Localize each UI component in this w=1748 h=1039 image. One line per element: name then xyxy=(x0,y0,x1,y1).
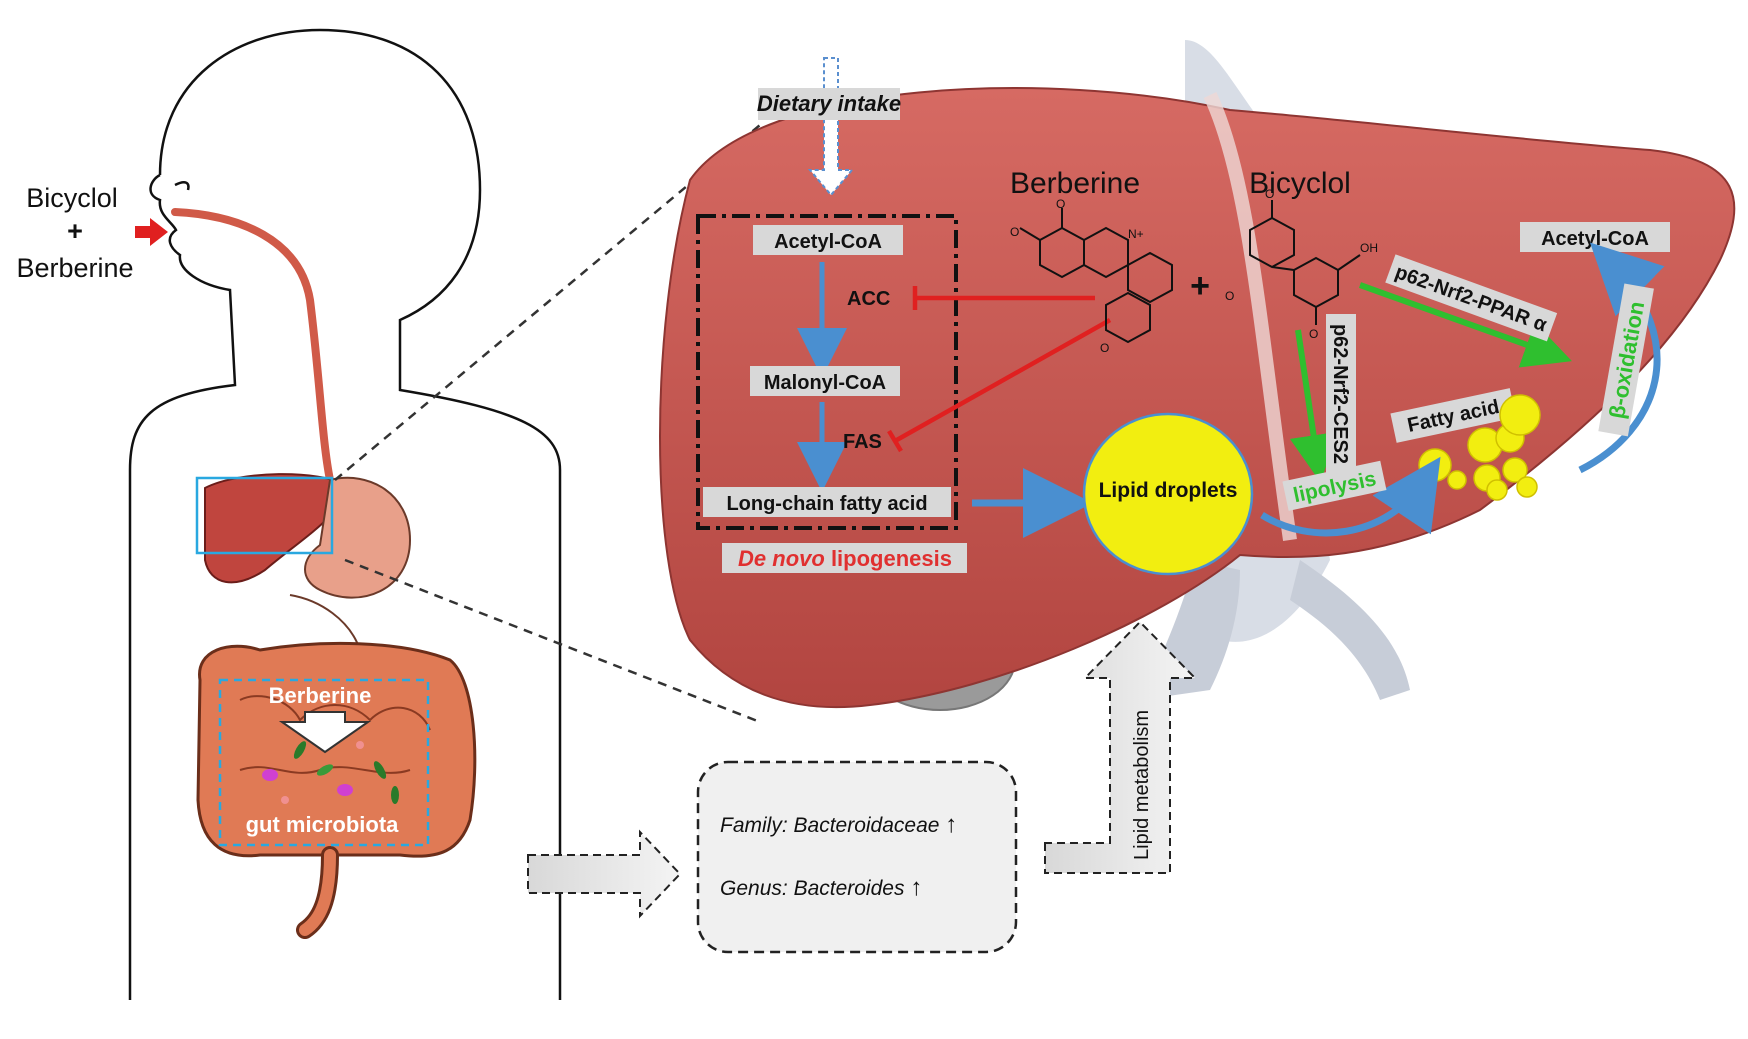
activation-ppar-arrow xyxy=(1358,282,1572,368)
svg-text:O: O xyxy=(1056,197,1065,211)
inhibition-fas xyxy=(887,318,1112,453)
gut-to-box-arrow xyxy=(527,829,682,919)
zoom-line-bottom xyxy=(344,558,761,724)
lipid-metabolism-arrow xyxy=(1044,620,1198,874)
bicyclol-structure: O O OH O xyxy=(1225,187,1378,341)
svg-text:O: O xyxy=(1010,225,1019,239)
dietary-intake-bg xyxy=(758,88,900,120)
zoom-line-top xyxy=(334,124,761,481)
genus-line: Genus: Bacteroides ↑ xyxy=(720,874,922,901)
inhibition-acc xyxy=(912,286,1095,310)
lipid-droplet-circle xyxy=(1082,412,1254,576)
dietary-intake-arrow xyxy=(807,57,855,197)
acc-label: ACC xyxy=(847,288,890,310)
acetyl-coa-left: Acetyl-CoA xyxy=(774,231,882,253)
svg-text:O: O xyxy=(1309,327,1318,341)
svg-text:O: O xyxy=(1265,187,1274,201)
family-line: Family: Bacteroidaceae ↑ xyxy=(720,811,957,838)
intestines xyxy=(196,641,477,939)
lipogenesis-box xyxy=(696,214,958,530)
gut-berberine-label: Berberine xyxy=(269,683,372,708)
svg-text:N+: N+ xyxy=(1128,227,1144,241)
fatty-acid-droplets xyxy=(1418,394,1541,501)
microbe-icons xyxy=(262,741,399,804)
long-chain-fatty-acid: Long-chain fatty acid xyxy=(726,493,927,515)
esophagus xyxy=(171,208,334,484)
lipolysis-curve xyxy=(1260,456,1441,537)
bicyclol-liver-label: Bicyclol xyxy=(1249,167,1351,200)
liver-ligament xyxy=(1203,92,1297,541)
microbiota-box xyxy=(696,760,1018,954)
gut-dashed-box xyxy=(218,678,430,847)
gut-down-arrow xyxy=(278,711,372,754)
dietary-intake-label: Dietary intake xyxy=(757,91,901,116)
de-novo-lipogenesis: De novo lipogenesis xyxy=(738,546,952,571)
lipid-metabolism-label: Lipid metabolism xyxy=(1131,710,1153,860)
svg-text:O: O xyxy=(1100,341,1109,355)
malonyl-coa: Malonyl-CoA xyxy=(764,372,886,394)
fas-label: FAS xyxy=(843,431,882,453)
acetyl-coa-right: Acetyl-CoA xyxy=(1541,228,1649,250)
activation-ces2-arrow xyxy=(1289,329,1338,483)
zoom-box xyxy=(195,476,334,555)
berberine-liver-label: Berberine xyxy=(1010,167,1140,200)
intake-plus: + xyxy=(67,216,83,246)
p62-nrf2-ces2-label: p62-Nrf2-CES2 xyxy=(1329,324,1351,464)
small-liver-stomach xyxy=(204,473,412,651)
gut-microbiota-label: gut microbiota xyxy=(246,812,400,837)
plus-liver: + xyxy=(1190,267,1210,305)
intake-drug1: Bicyclol xyxy=(26,183,118,213)
svg-text:OH: OH xyxy=(1360,241,1378,255)
intake-arrow xyxy=(135,218,168,246)
intake-drug2: Berberine xyxy=(16,253,133,283)
lipid-droplets-label: Lipid droplets xyxy=(1099,479,1238,502)
human-silhouette xyxy=(128,28,562,1000)
berberine-structure: N+ O O O xyxy=(1010,197,1173,355)
svg-text:O: O xyxy=(1225,289,1234,303)
